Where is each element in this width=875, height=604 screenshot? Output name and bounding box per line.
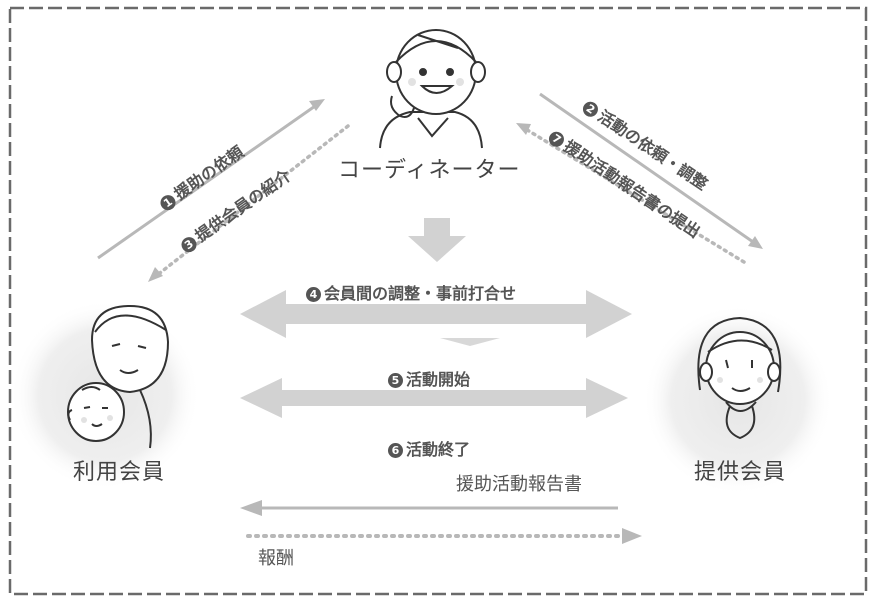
arrow-end-activity (240, 500, 618, 516)
provider-member-label: 提供会員 (694, 460, 787, 485)
arrow-reward (246, 528, 642, 544)
coordinator-label: コーディネーター (338, 158, 521, 183)
user-member-illustration (67, 304, 170, 449)
arrow-coordinator-to-provider (539, 92, 763, 249)
step-5-text: 活動開始 (406, 370, 471, 389)
under-arrow-hint (440, 338, 500, 346)
step-5-number: 5 (388, 373, 403, 388)
down-arrow (408, 218, 466, 262)
outer-frame (8, 6, 868, 596)
reward-label: 報酬 (258, 548, 294, 569)
arrow-report-to-coordinator (516, 123, 746, 264)
step-4-text: 会員間の調整・事前打合せ (324, 284, 517, 303)
user-member-label: 利用会員 (73, 460, 166, 485)
step-4-number: 4 (306, 287, 321, 302)
report-label: 援助活動報告書 (456, 474, 582, 495)
provider-member-illustration (697, 316, 782, 440)
arrow-request-to-coordinator (97, 99, 325, 260)
coordinator-illustration (379, 29, 486, 149)
step-6-text: 活動終了 (406, 440, 471, 459)
double-arrow-start (240, 378, 628, 418)
double-arrow-adjustment (240, 290, 632, 338)
step-6-number: 6 (388, 443, 403, 458)
